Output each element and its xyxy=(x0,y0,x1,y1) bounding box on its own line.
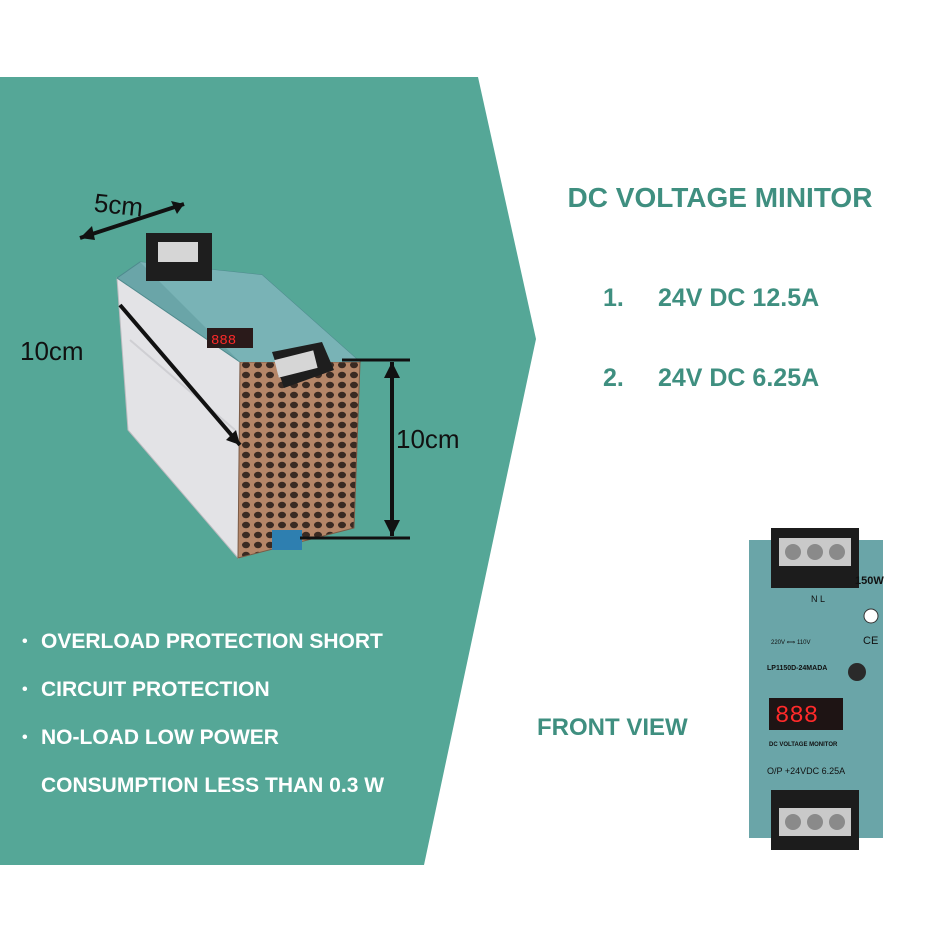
device-display-digits: 888 xyxy=(211,333,236,349)
product-photo-dimensions: 888 xyxy=(79,201,410,560)
feature-item-3: • NO-LOAD LOW POWER xyxy=(22,726,279,750)
device-caption: DC VOLTAGE MONITOR xyxy=(769,742,838,748)
feature-text: OVERLOAD PROTECTION SHORT xyxy=(41,630,383,653)
device-wattage: 150W xyxy=(855,575,884,587)
dimension-depth-label: 10cm xyxy=(20,336,84,366)
feature-item-2: • CIRCUIT PROTECTION xyxy=(22,678,270,702)
bullet-icon: • xyxy=(22,729,28,747)
bullet-icon: • xyxy=(22,681,28,699)
model-number: 2. xyxy=(603,364,624,392)
model-item-1: 1. 24V DC 12.5A xyxy=(603,284,819,313)
ce-mark-icon: CE xyxy=(863,635,878,647)
feature-item-4: CONSUMPTION LESS THAN 0.3 W xyxy=(22,774,384,798)
model-spec: 24V DC 12.5A xyxy=(657,284,820,312)
device-input-labels: N L xyxy=(811,594,825,604)
front-view-label: FRONT VIEW xyxy=(537,714,688,741)
front-display-digits: 888 xyxy=(775,703,818,730)
device-model: LP1150D-24MADA xyxy=(767,665,827,672)
feature-item-1: • OVERLOAD PROTECTION SHORT xyxy=(22,630,383,654)
device-voltage-select: 220V ⟺ 110V xyxy=(771,640,811,646)
feature-text: NO-LOAD LOW POWER xyxy=(41,726,279,749)
product-heading: DC VOLTAGE MINITOR xyxy=(567,182,873,213)
model-number: 1. xyxy=(603,284,624,312)
front-view-device-photo: 150W N L 220V ⟺ 110V CE LP1150D-24MADA 8… xyxy=(749,528,884,850)
feature-text: CIRCUIT PROTECTION xyxy=(41,678,270,701)
feature-text: CONSUMPTION LESS THAN 0.3 W xyxy=(41,774,385,797)
device-output: O/P +24VDC 6.25A xyxy=(767,766,845,776)
model-item-2: 2. 24V DC 6.25A xyxy=(603,364,819,393)
model-spec: 24V DC 6.25A xyxy=(657,364,820,392)
dimension-height-label: 10cm xyxy=(396,424,460,454)
dimension-width-label: 5cm xyxy=(92,187,145,223)
bullet-icon: • xyxy=(22,633,28,651)
